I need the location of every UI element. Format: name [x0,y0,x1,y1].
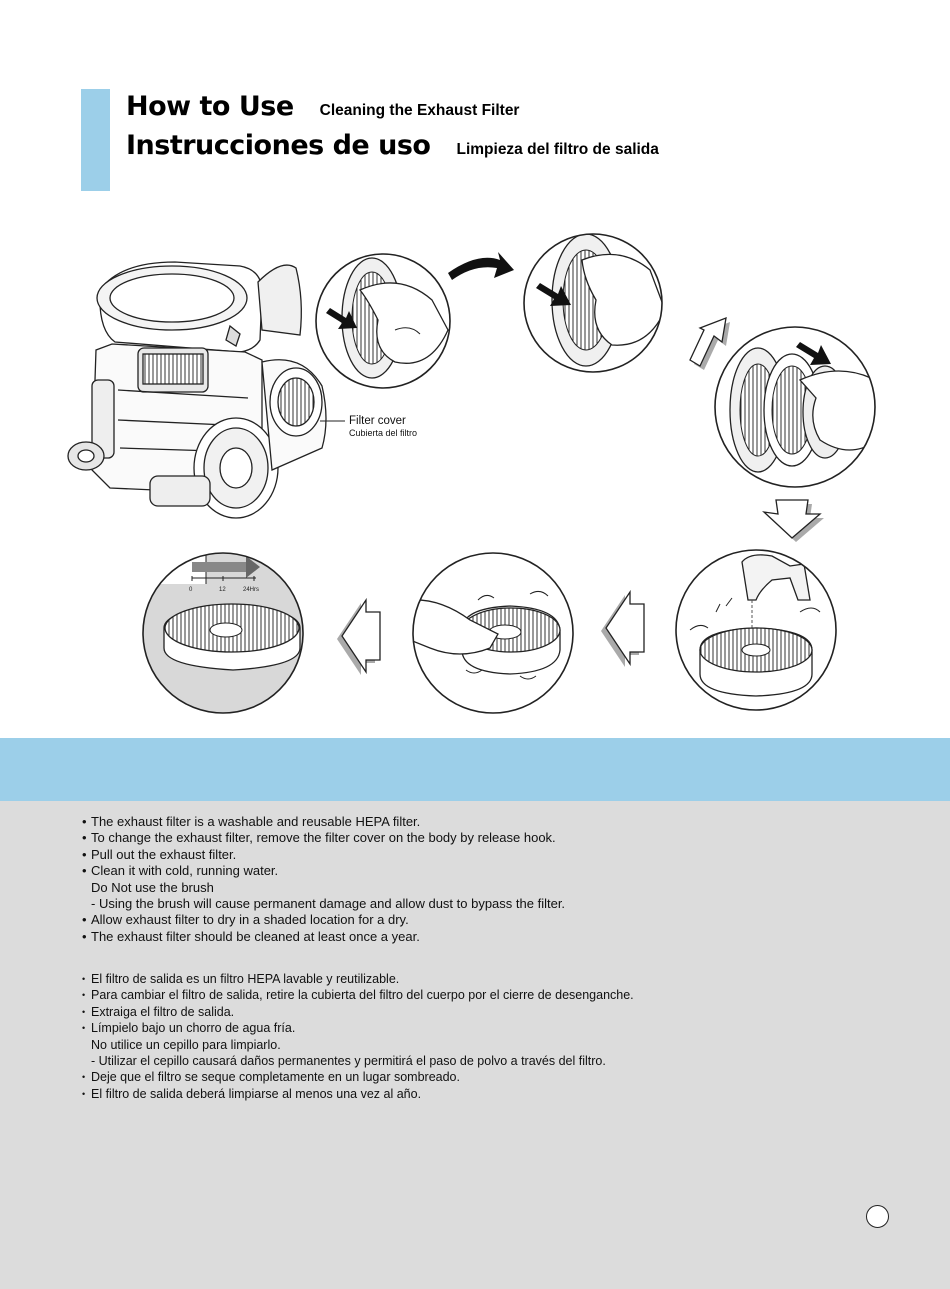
page-title-spanish: Instrucciones de uso [126,130,431,161]
list-item: •The exhaust filter is a washable and re… [82,814,421,829]
filter-cover-label-spanish: Cubierta del filtro [349,428,418,438]
filter-cover-label: Filter cover [349,415,406,427]
arrow-left-icon [601,589,645,667]
arrow-left-icon-2 [337,597,381,675]
list-item: •The exhaust filter should be cleaned at… [82,928,420,944]
arrow-down-right-icon [689,316,730,370]
instructions-panel [0,801,950,1289]
list-item: •El filtro de salida es un filtro HEPA l… [82,972,400,986]
page-subtitle: Cleaning the Exhaust Filter [319,102,520,119]
timeline-label: 24Hrs [243,587,259,593]
list-item: •Deje que el filtro se seque completamen… [82,1070,460,1085]
timeline-label: 0 [189,587,193,593]
list-item-sub: No utilice un cepillo para limpiarlo. [91,1037,281,1052]
title-row-english: How to Use Cleaning the Exhaust Filter [126,91,519,122]
list-item: •Pull out the exhaust filter. [82,846,237,862]
instructions-english: •The exhaust filter is a washable and re… [82,814,565,945]
title-row-spanish: Instrucciones de uso Limpieza del filtro… [126,130,659,161]
list-item: •Clean it with cold, running water. [82,863,279,879]
section-band [0,738,950,801]
step-remove-cover-circle [523,233,663,373]
page-title: How to Use [126,91,294,122]
step-release-hook-circle [315,253,451,389]
list-item-sub: - Utilizar el cepillo causará daños perm… [91,1054,606,1069]
arrow-down-icon [762,499,824,542]
list-item-sub: - Using the brush will cause permanent d… [91,896,566,912]
list-item: •Para cambiar el filtro de salida, retir… [82,988,634,1003]
list-item: •El filtro de salida deberá limpiarse al… [82,1086,422,1101]
page-number-marker [866,1205,889,1228]
timeline-label: 12 [219,587,226,593]
page-subtitle-spanish: Limpieza del filtro de salida [456,141,659,158]
list-item: •To change the exhaust filter, remove th… [82,830,556,846]
list-item: •Límpielo bajo un chorro de agua fría. [82,1021,296,1036]
step-dry-filter-circle: 0 12 24Hrs [142,552,304,714]
list-item-sub: Do Not use the brush [91,879,214,895]
exhaust-filter-illustration: 0 12 24Hrs [67,233,876,714]
step-pull-filter-circle [714,326,876,488]
list-item: •Extraiga el filtro de salida. [82,1004,235,1019]
instructions-spanish: •El filtro de salida es un filtro HEPA l… [82,971,634,1102]
step-shake-filter-circle [412,552,574,714]
curved-arrow-icon [448,252,514,280]
header-accent-bar [81,89,110,191]
vacuum-cleaner-drawing [67,261,327,519]
step-wash-filter-circle [675,549,837,711]
list-item: •Allow exhaust filter to dry in a shaded… [82,912,409,928]
